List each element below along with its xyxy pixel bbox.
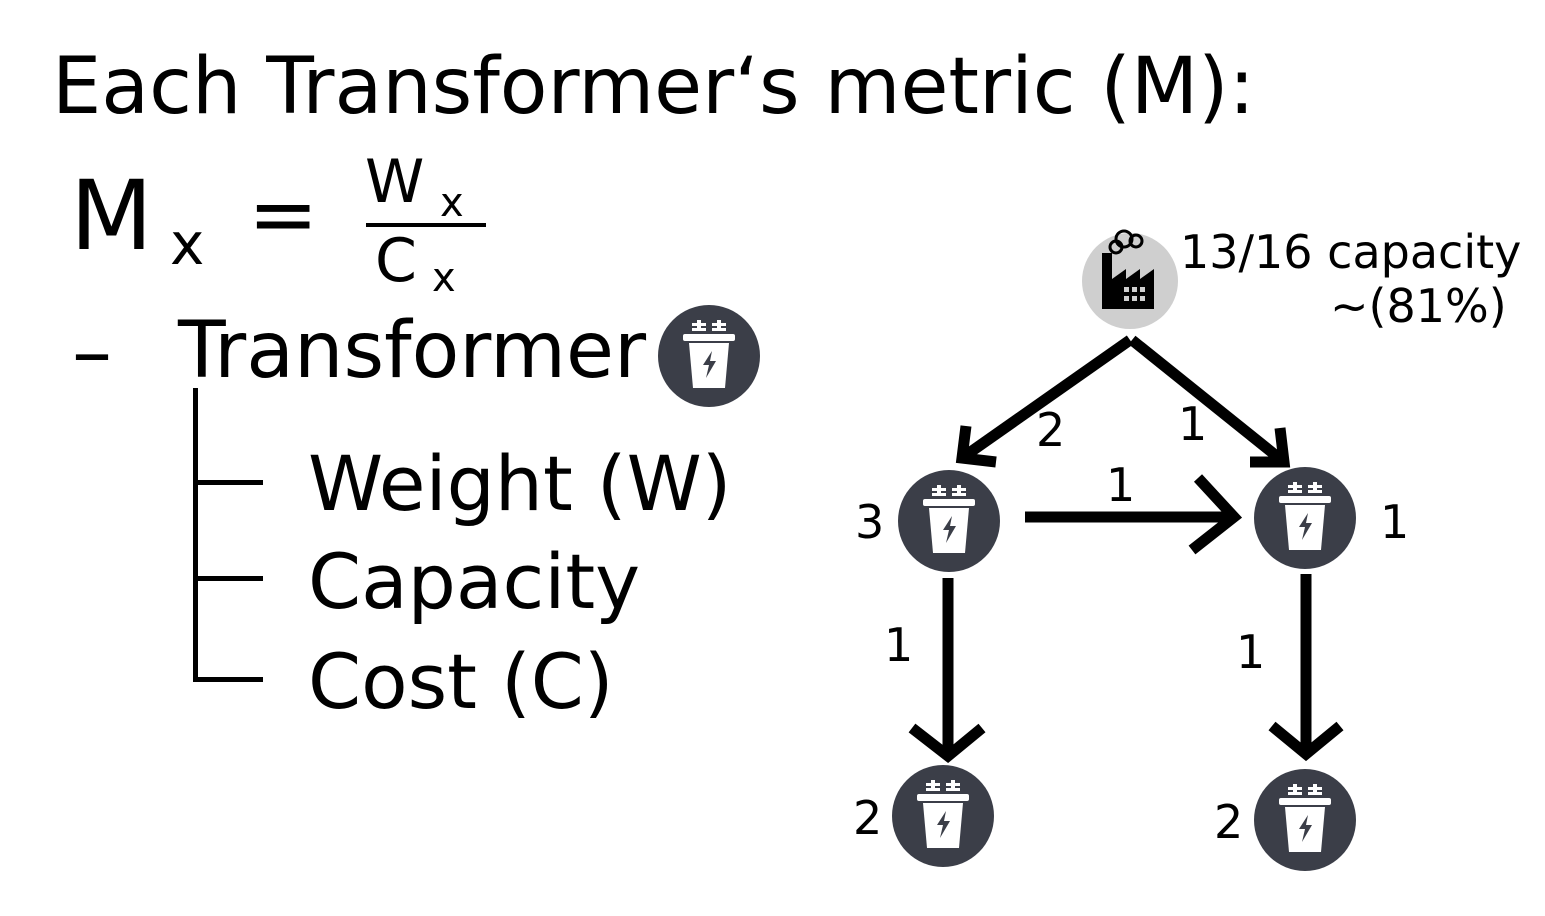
formula-metric-symbol: M bbox=[70, 160, 153, 272]
edge-weight-left-right: 1 bbox=[1106, 458, 1136, 512]
formula-metric-subscript: x bbox=[170, 210, 205, 278]
formula-numerator: W bbox=[365, 147, 425, 217]
edge-right-down-arrowhead bbox=[1268, 721, 1344, 762]
edge-weight-factory-left: 2 bbox=[1036, 403, 1066, 457]
edge-left-down-arrowhead bbox=[908, 723, 986, 764]
node-weight-left-bottom: 2 bbox=[853, 791, 883, 845]
transformer-node-left-mid bbox=[898, 470, 1000, 572]
edge-factory-left-arrowhead bbox=[955, 425, 997, 468]
legend-dash: – bbox=[72, 305, 112, 398]
node-weight-left-mid: 3 bbox=[855, 495, 885, 549]
legend-cost-label: Cost (C) bbox=[308, 637, 614, 726]
edge-factory-right-arrowhead bbox=[1250, 427, 1291, 468]
legend-weight-label: Weight (W) bbox=[308, 439, 732, 528]
legend-capacity-label: Capacity bbox=[308, 537, 641, 626]
edge-factory-right bbox=[1128, 335, 1288, 467]
node-weight-right-bottom: 2 bbox=[1214, 795, 1244, 849]
transformer-icon bbox=[658, 305, 760, 407]
transformer-node-right-bottom bbox=[1254, 769, 1356, 871]
formula-numerator-subscript: x bbox=[440, 180, 464, 226]
edge-weight-left-down: 1 bbox=[884, 618, 914, 672]
edge-left-right-arrowhead bbox=[1188, 474, 1243, 555]
page-title: Each Transformer‘s metric (M): bbox=[52, 42, 1255, 132]
transformer-node-right-mid bbox=[1254, 467, 1356, 569]
factory-capacity-label: 13/16 capacity bbox=[1180, 225, 1522, 279]
edge-weight-factory-right: 1 bbox=[1178, 397, 1208, 451]
formula-fraction-bar bbox=[366, 223, 486, 227]
legend-tree-branch bbox=[193, 677, 263, 682]
legend-tree-branch bbox=[193, 576, 263, 581]
formula-equals: = bbox=[248, 165, 319, 263]
legend-tree-branch bbox=[193, 480, 263, 485]
legend-tree-line bbox=[193, 388, 198, 682]
edge-factory-left bbox=[958, 335, 1134, 463]
edge-weight-right-down: 1 bbox=[1236, 625, 1266, 679]
transformer-node-left-bottom bbox=[892, 765, 994, 867]
node-weight-right-mid: 1 bbox=[1380, 495, 1410, 549]
factory-icon bbox=[1082, 229, 1178, 329]
formula-denominator: C bbox=[375, 226, 417, 296]
factory-capacity-percent: ~(81%) bbox=[1330, 279, 1507, 333]
formula-denominator-subscript: x bbox=[432, 255, 456, 301]
legend-transformer-label: Transformer bbox=[178, 306, 647, 396]
